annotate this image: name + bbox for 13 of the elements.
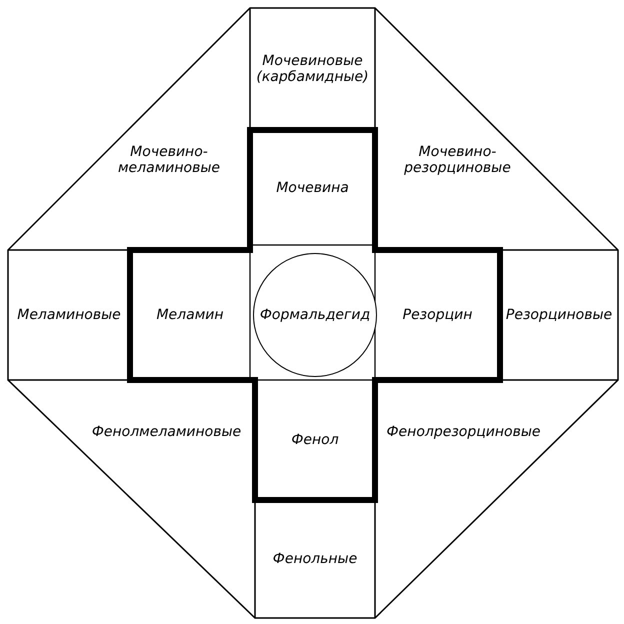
- category-label: Мочевиновые (карбамидные): [250, 8, 375, 130]
- category-label: Резорциновые: [500, 250, 618, 380]
- center-circle: Формальдегид: [253, 253, 377, 377]
- category-label: Фенол: [255, 380, 375, 500]
- category-label: Мочевино-меламиновые: [88, 110, 250, 210]
- category-label: Фенолрезорциновые: [375, 392, 552, 472]
- category-label: Резорцин: [375, 250, 500, 380]
- category-label: Фенольные: [255, 500, 375, 618]
- category-label: Мочевино-резорциновые: [375, 110, 540, 210]
- category-label: Меламиновые: [8, 250, 130, 380]
- category-label: Фенолмеламиновые: [78, 392, 255, 472]
- category-label: Мочевина: [250, 130, 375, 245]
- category-label: Меламин: [130, 250, 250, 380]
